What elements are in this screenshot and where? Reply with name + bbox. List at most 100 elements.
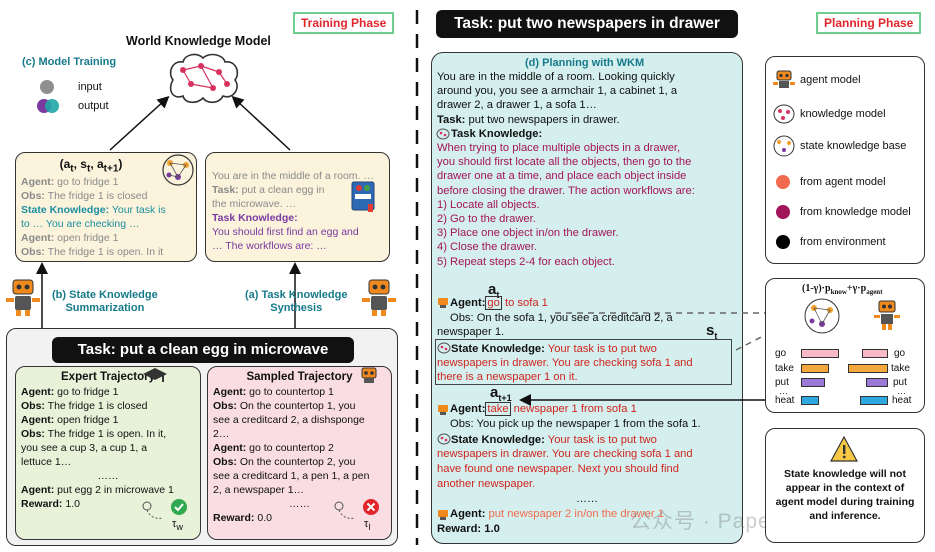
output-dot-teal — [45, 99, 59, 113]
prob-left-go: go — [775, 348, 787, 359]
intro-line-2: around you, you see a armchair 1, a cabi… — [437, 85, 678, 98]
sampled-line-6: Obs: On the countertop 2, you — [213, 456, 356, 468]
obs-1-line-1: Obs: On the sofa 1, you see a creditcard… — [450, 312, 673, 324]
input-dot — [40, 80, 54, 94]
tau-l-label: τl — [364, 518, 371, 533]
prob-bar-agent-go — [862, 349, 888, 358]
tk-line-4: before closing the drawer. The action wo… — [437, 184, 695, 197]
planning-task-banner: Task: put two newspapers in drawer — [436, 10, 738, 38]
expert-reward: Reward: 1.0 — [21, 498, 80, 510]
robot-icon — [362, 279, 396, 316]
state-1-line-3: there is a newspaper 1 on it. — [437, 371, 578, 383]
state-knowledge-highlight — [435, 339, 732, 385]
prob-right-take: take — [891, 363, 910, 374]
planning-task-line: Task: put two newspapers in drawer. — [437, 113, 620, 126]
tk-line-1: When trying to place multiple objects in… — [437, 142, 681, 155]
graduation-cap-icon — [143, 368, 167, 382]
brain-icon — [169, 53, 239, 104]
planning-content: You are in the middle of a room. Looking… — [437, 70, 742, 269]
expert-trajectory-box: Expert Trajectory Agent: go to fridge 1 … — [15, 366, 201, 540]
robot-icon — [438, 298, 448, 308]
prob-left-put: put — [775, 377, 789, 388]
brain-icon — [436, 128, 450, 140]
agent-step-2: Agent:take newspaper 1 from sofa 1 — [450, 402, 637, 416]
prob-bar-agent-heat — [860, 396, 888, 405]
task-line-4: Task Knowledge: — [212, 212, 298, 224]
at-label: at — [488, 281, 500, 300]
legend-from-environment: from environment — [800, 236, 886, 248]
prob-right-put: put — [893, 377, 907, 388]
robot-icon — [438, 510, 448, 520]
legend-state-knowledge-base: state knowledge base — [800, 140, 907, 152]
robot-icon — [361, 367, 377, 383]
brain-icon — [437, 433, 451, 445]
legend-from-agent: from agent model — [800, 176, 886, 188]
tk-line-6: 2) Go to the drawer. — [437, 213, 536, 226]
robot-icon — [438, 405, 448, 415]
guide-book-icon — [351, 181, 375, 212]
sampled-reward: Reward: 0.0 — [213, 512, 272, 524]
tk-line-8: 4) Close the drawer. — [437, 241, 538, 254]
state-2-line-1: State Knowledge: Your task is to put two — [451, 434, 657, 446]
model-training-label: (c) Model Training — [22, 56, 117, 68]
prob-right-go: go — [894, 348, 906, 359]
state-2-line-2: newspapers in drawer. You are checking s… — [437, 448, 693, 460]
legend-from-knowledge: from knowledge model — [800, 206, 911, 218]
expert-line-4: Obs: The fridge 1 is open. In it, — [21, 428, 167, 440]
task-knowledge-heading: Task Knowledge: — [451, 127, 543, 140]
warning-icon — [829, 435, 859, 462]
output-label: output — [78, 100, 109, 112]
sampled-line-4: 2… — [213, 428, 230, 440]
wkm-title: World Knowledge Model — [126, 34, 271, 48]
training-phase-tag: Training Phase — [293, 12, 395, 34]
legend-dot-knowledge — [776, 205, 790, 219]
legend-box — [765, 56, 925, 264]
state-2-line-3: have found one newspaper. Next you shoul… — [437, 463, 679, 475]
legend-dot-agent — [776, 175, 790, 189]
st-label: st — [706, 322, 718, 341]
expert-trajectory-title: Expert Trajectory — [61, 371, 155, 383]
network-icon — [773, 135, 795, 157]
sampled-line-2: Obs: On the countertop 1, you — [213, 400, 356, 412]
tau-w-label: τw — [172, 518, 183, 533]
network-icon — [804, 298, 840, 334]
robot-icon — [773, 70, 795, 88]
tk-line-3: drawer one at a time, and place each obj… — [437, 170, 687, 183]
expert-line-1: Agent: go to fridge 1 — [21, 386, 119, 398]
prob-right-heat: heat — [892, 395, 912, 406]
prob-bar-agent-put — [866, 378, 888, 387]
legend-agent-model: agent model — [800, 74, 861, 86]
state-1-line-1: State Knowledge: Your task is to put two — [451, 343, 657, 355]
state-line-4: to … You are checking … — [21, 218, 140, 231]
sampled-trajectory-box: Sampled Trajectory Agent: go to countert… — [207, 366, 392, 540]
prob-bar-know-heat — [801, 396, 819, 405]
prob-bar-know-take — [801, 364, 829, 373]
brain-icon — [773, 104, 795, 124]
tk-line-5: 1) Locate all objects. — [437, 198, 540, 211]
robot-icon — [874, 300, 900, 330]
input-label: input — [78, 81, 102, 93]
expert-line-3: Agent: open fridge 1 — [21, 414, 119, 426]
prob-left-take: take — [775, 363, 794, 374]
planning-phase-tag: Planning Phase — [816, 12, 922, 34]
state-line-6: Obs: The fridge 1 is open. In it — [21, 246, 164, 259]
expert-line-5: you see a cup 3, a cup 1, a — [21, 442, 148, 454]
prob-left-ellipsis: … — [779, 386, 788, 396]
task-line-3: the microwave. … — [212, 198, 297, 210]
expert-line-8: Agent: put egg 2 in microwave 1 — [21, 484, 174, 496]
sampled-ellipsis: …… — [289, 498, 310, 510]
path-map-icon — [142, 501, 164, 519]
cross-icon — [363, 499, 379, 515]
expert-line-2: Obs: The fridge 1 is closed — [21, 400, 148, 412]
task-line-5: You should first find an egg and — [212, 226, 359, 238]
wkm-planning-header: (d) Planning with WKM — [525, 57, 645, 69]
agent-step-1: Agent:go to sofa 1 — [450, 296, 548, 310]
sampled-line-7: see a creditcard 1, a pen 1, a pen — [213, 470, 370, 482]
task-knowledge-sample-box: You are in the middle of a room. … Task:… — [205, 152, 390, 262]
sampled-line-3: see a creditcard 2, a dishsponge — [213, 414, 365, 426]
task-line-1: You are in the middle of a room. … — [212, 170, 374, 182]
intro-line-3: drawer 2, a drawer 1, a sofa 1… — [437, 99, 597, 112]
